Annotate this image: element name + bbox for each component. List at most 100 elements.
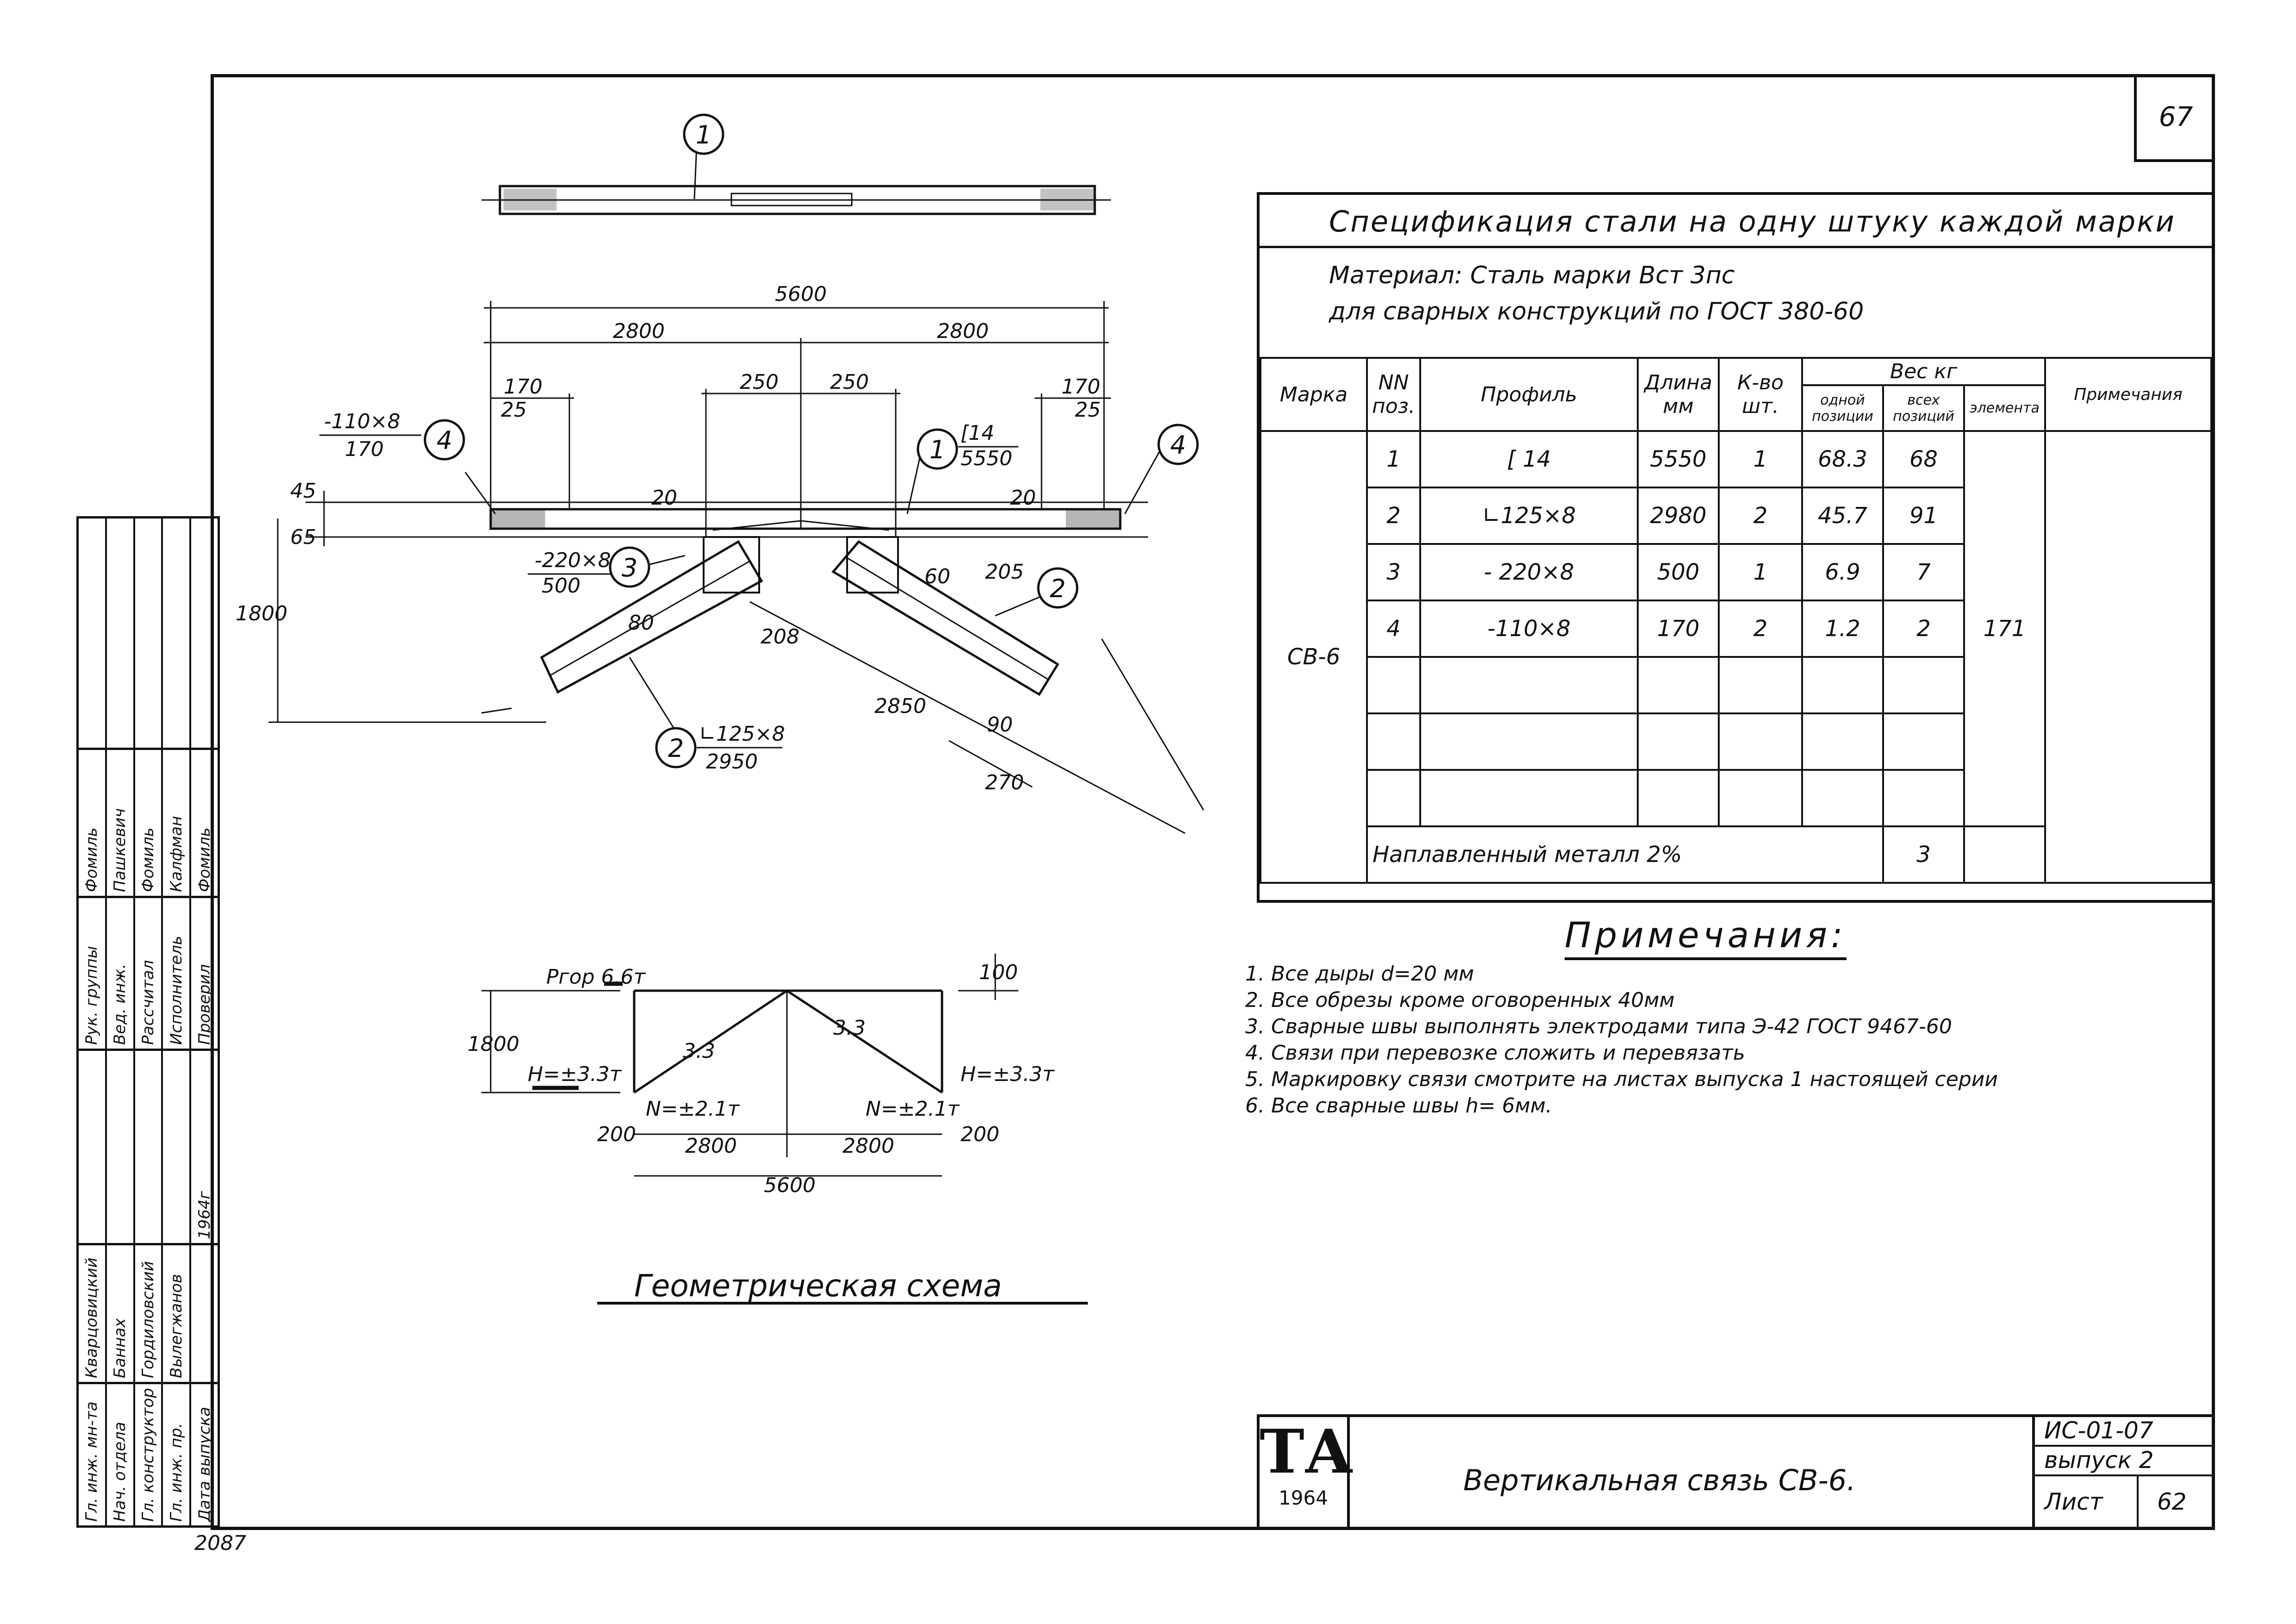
sheet-codes: ИС-01-07 выпуск 2 Лист 62: [2032, 1417, 2215, 1530]
callout-text: 2: [668, 734, 684, 763]
stamp-role: Рассчитал: [135, 898, 163, 1049]
header-weight: Вес кг: [1801, 357, 2046, 386]
weight-all-cell: 68: [1882, 430, 1965, 488]
material-line-2: для сварных конструкций по ГОСТ 380-60: [1329, 298, 1864, 325]
scheme-dim-200-left: 200: [597, 1123, 636, 1146]
stamp-signature: [79, 518, 107, 748]
notes-list: 1. Все дыры d=20 мм 2. Все обрезы кроме …: [1245, 961, 1998, 1119]
header-pos: NN поз.: [1366, 357, 1421, 432]
drawing-title: Вертикальная связь СВ-6.: [1463, 1463, 1856, 1497]
header-weight-all: всех позиций: [1882, 384, 1965, 432]
scheme-load: Pгор 6.6т: [546, 965, 646, 989]
dim-text: 2800: [937, 319, 989, 343]
steel-specification: Спецификация стали на одну штуку каждой …: [1257, 192, 2215, 903]
callout-3: [609, 546, 650, 588]
callout-text: 4: [1170, 431, 1186, 460]
dim-text: 45: [290, 479, 316, 503]
dim-text: 60: [924, 565, 950, 588]
callout-4-left: [424, 419, 465, 461]
dim-text: 170: [504, 375, 543, 399]
scheme-title: Геометрическая схема: [634, 1268, 1002, 1304]
pos-cell: 4: [1366, 600, 1421, 658]
pos-cell: 3: [1366, 543, 1421, 601]
scheme-n-right: N=±2.1т: [866, 1097, 960, 1121]
qty-cell: 2: [1718, 600, 1803, 658]
note-item: 4. Связи при перевозке сложить и перевяз…: [1245, 1041, 1745, 1065]
note-item: 5. Маркировку связи смотрите на листах в…: [1245, 1068, 1998, 1091]
header-profile: Профиль: [1419, 357, 1639, 432]
spec-material: Материал: Сталь марки Вст 3пс для сварны…: [1329, 257, 1864, 330]
profile-label: [14: [961, 421, 994, 445]
stamp-signature: [163, 518, 192, 748]
callout-1: [917, 428, 958, 470]
stamp-role: Исполнитель: [163, 898, 192, 1049]
header-mark: Марка: [1260, 357, 1368, 432]
scheme-n-left: N=±2.1т: [646, 1097, 740, 1121]
notes-title: Примечания:: [1565, 914, 1847, 960]
ta-logo: ТА 1964: [1260, 1417, 1354, 1530]
callout-1-plan: [683, 113, 724, 155]
length-cell: 2980: [1637, 487, 1720, 545]
stamp-name: Фомиль: [195, 827, 214, 892]
weld-value: 3: [1882, 825, 1965, 884]
profile-cell: [ 14: [1419, 430, 1639, 488]
profile-label: 2950: [706, 750, 758, 774]
channel-beam: [489, 508, 1122, 530]
scheme-width-right: 2800: [842, 1134, 894, 1158]
table-row: 4 -110×8 170 2 1.2 2: [1260, 600, 2211, 658]
dim-text: 2800: [613, 319, 665, 343]
weld-label: Наплавленный металл 2%: [1366, 825, 1884, 884]
note-item: 3. Сварные швы выполнять электродами тип…: [1245, 1015, 1952, 1038]
scheme-dim-200-right: 200: [961, 1123, 999, 1146]
stamp-signature: [135, 1051, 163, 1243]
weight-all-cell: 2: [1882, 600, 1965, 658]
stamp-name: Пашкевич: [106, 750, 135, 896]
stamp-name: Фомиль: [79, 750, 107, 896]
callout-text: 1: [696, 120, 711, 150]
page-number: 67: [2134, 74, 2215, 162]
dim-text: 20: [1010, 486, 1036, 510]
dim-text: 2850: [874, 694, 926, 718]
spec-table: Марка NN поз. Профиль Длина мм К-во шт. …: [1260, 357, 2212, 884]
callout-2-right: [1037, 567, 1079, 609]
stamp-signature: [135, 518, 163, 748]
dim-text: 90: [987, 713, 1013, 737]
callout-text: 2: [1050, 574, 1066, 603]
stamp-date: 1964г: [195, 1191, 214, 1239]
header-weight-element: элемента: [1963, 384, 2046, 432]
weld-element-cell: [1963, 825, 2046, 884]
diagonal-angle-right: [831, 540, 1060, 696]
header-length: Длина мм: [1637, 357, 1720, 432]
profile-cell: - 220×8: [1419, 543, 1639, 601]
stamp-role: Нач. отдела: [106, 1384, 135, 1525]
profile-label: 500: [542, 574, 580, 598]
stamp-name: Вылегжанов: [163, 1245, 192, 1382]
header-notes: Примечания: [2044, 357, 2212, 432]
length-cell: 5550: [1637, 430, 1720, 488]
sheet-label: Лист: [2035, 1476, 2139, 1527]
stamp-role: Гл. конструктор: [135, 1384, 163, 1525]
issue-code: выпуск 2: [2035, 1447, 2215, 1476]
callout-text: 3: [622, 553, 637, 582]
stamp-role: Вед. инж.: [106, 898, 135, 1049]
scheme-width-total: 5600: [764, 1174, 816, 1197]
weight-all-cell: 91: [1882, 487, 1965, 545]
dim-text: 65: [290, 525, 316, 549]
mark-cell: СВ-6: [1260, 430, 1368, 884]
note-item: 1. Все дыры d=20 мм: [1245, 962, 1474, 986]
spec-title: Спецификация стали на одну штуку каждой …: [1260, 195, 2212, 248]
weight-one-cell: 68.3: [1801, 430, 1884, 488]
stamp-role: Проверил: [195, 964, 214, 1045]
qty-cell: 1: [1718, 430, 1803, 488]
header-weight-one: одной позиции: [1801, 384, 1884, 432]
profile-cell: -110×8: [1419, 600, 1639, 658]
dim-text: 25: [1075, 398, 1101, 422]
logo-year: 1964: [1279, 1487, 1328, 1509]
diagonal-angle-left: [540, 540, 763, 694]
stamp-signature: [191, 518, 218, 748]
profile-label: ∟125×8: [699, 722, 785, 746]
weight-one-cell: 45.7: [1801, 487, 1884, 545]
stamp-role: Дата выпуска: [195, 1406, 214, 1522]
pos-cell: 1: [1366, 430, 1421, 488]
